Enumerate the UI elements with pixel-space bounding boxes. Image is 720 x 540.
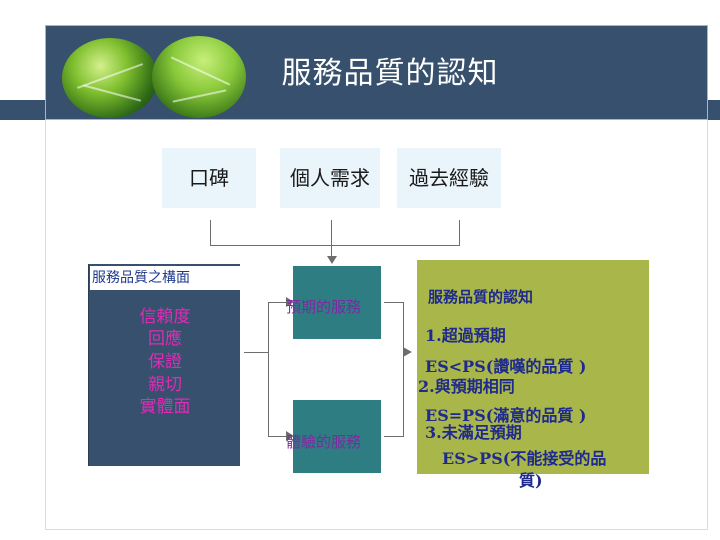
dimension-reliability: 信賴度 [139, 307, 191, 327]
perception-line-6: ES>PS(不能接受的品 [442, 449, 607, 468]
perception-line-4: ES=PS(滿意的品質 ) [425, 406, 587, 425]
expected-service-label: 預期的服務 [286, 298, 362, 316]
source-word-of-mouth: 口碑 [162, 148, 256, 208]
perception-line-1: 1.超過預期 [425, 326, 506, 345]
perception-line-7: 質) [519, 471, 543, 490]
dimensions-heading: 服務品質之構面 [90, 266, 240, 290]
dimensions-panel [88, 264, 240, 466]
expected-service-box [293, 266, 381, 339]
perception-line-2: ES<PS(讚嘆的品質 ) [425, 357, 587, 376]
perception-line-3: 2.與預期相同 [418, 377, 515, 396]
experienced-service-box [293, 400, 381, 473]
dimension-responsiveness: 回應 [148, 329, 182, 349]
dimension-empathy: 親切 [148, 375, 182, 395]
source-past-experience: 過去經驗 [397, 148, 501, 208]
experienced-service-label: 體驗的服務 [286, 433, 362, 451]
dimension-assurance: 保證 [148, 352, 182, 372]
slide-title: 服務品質的認知 [281, 56, 499, 91]
dimension-tangibles: 實體面 [139, 397, 191, 417]
perception-heading: 服務品質的認知 [428, 288, 534, 306]
perception-panel [417, 260, 649, 474]
perception-line-5: 3.未滿足預期 [425, 423, 522, 442]
source-personal-needs: 個人需求 [280, 148, 380, 208]
